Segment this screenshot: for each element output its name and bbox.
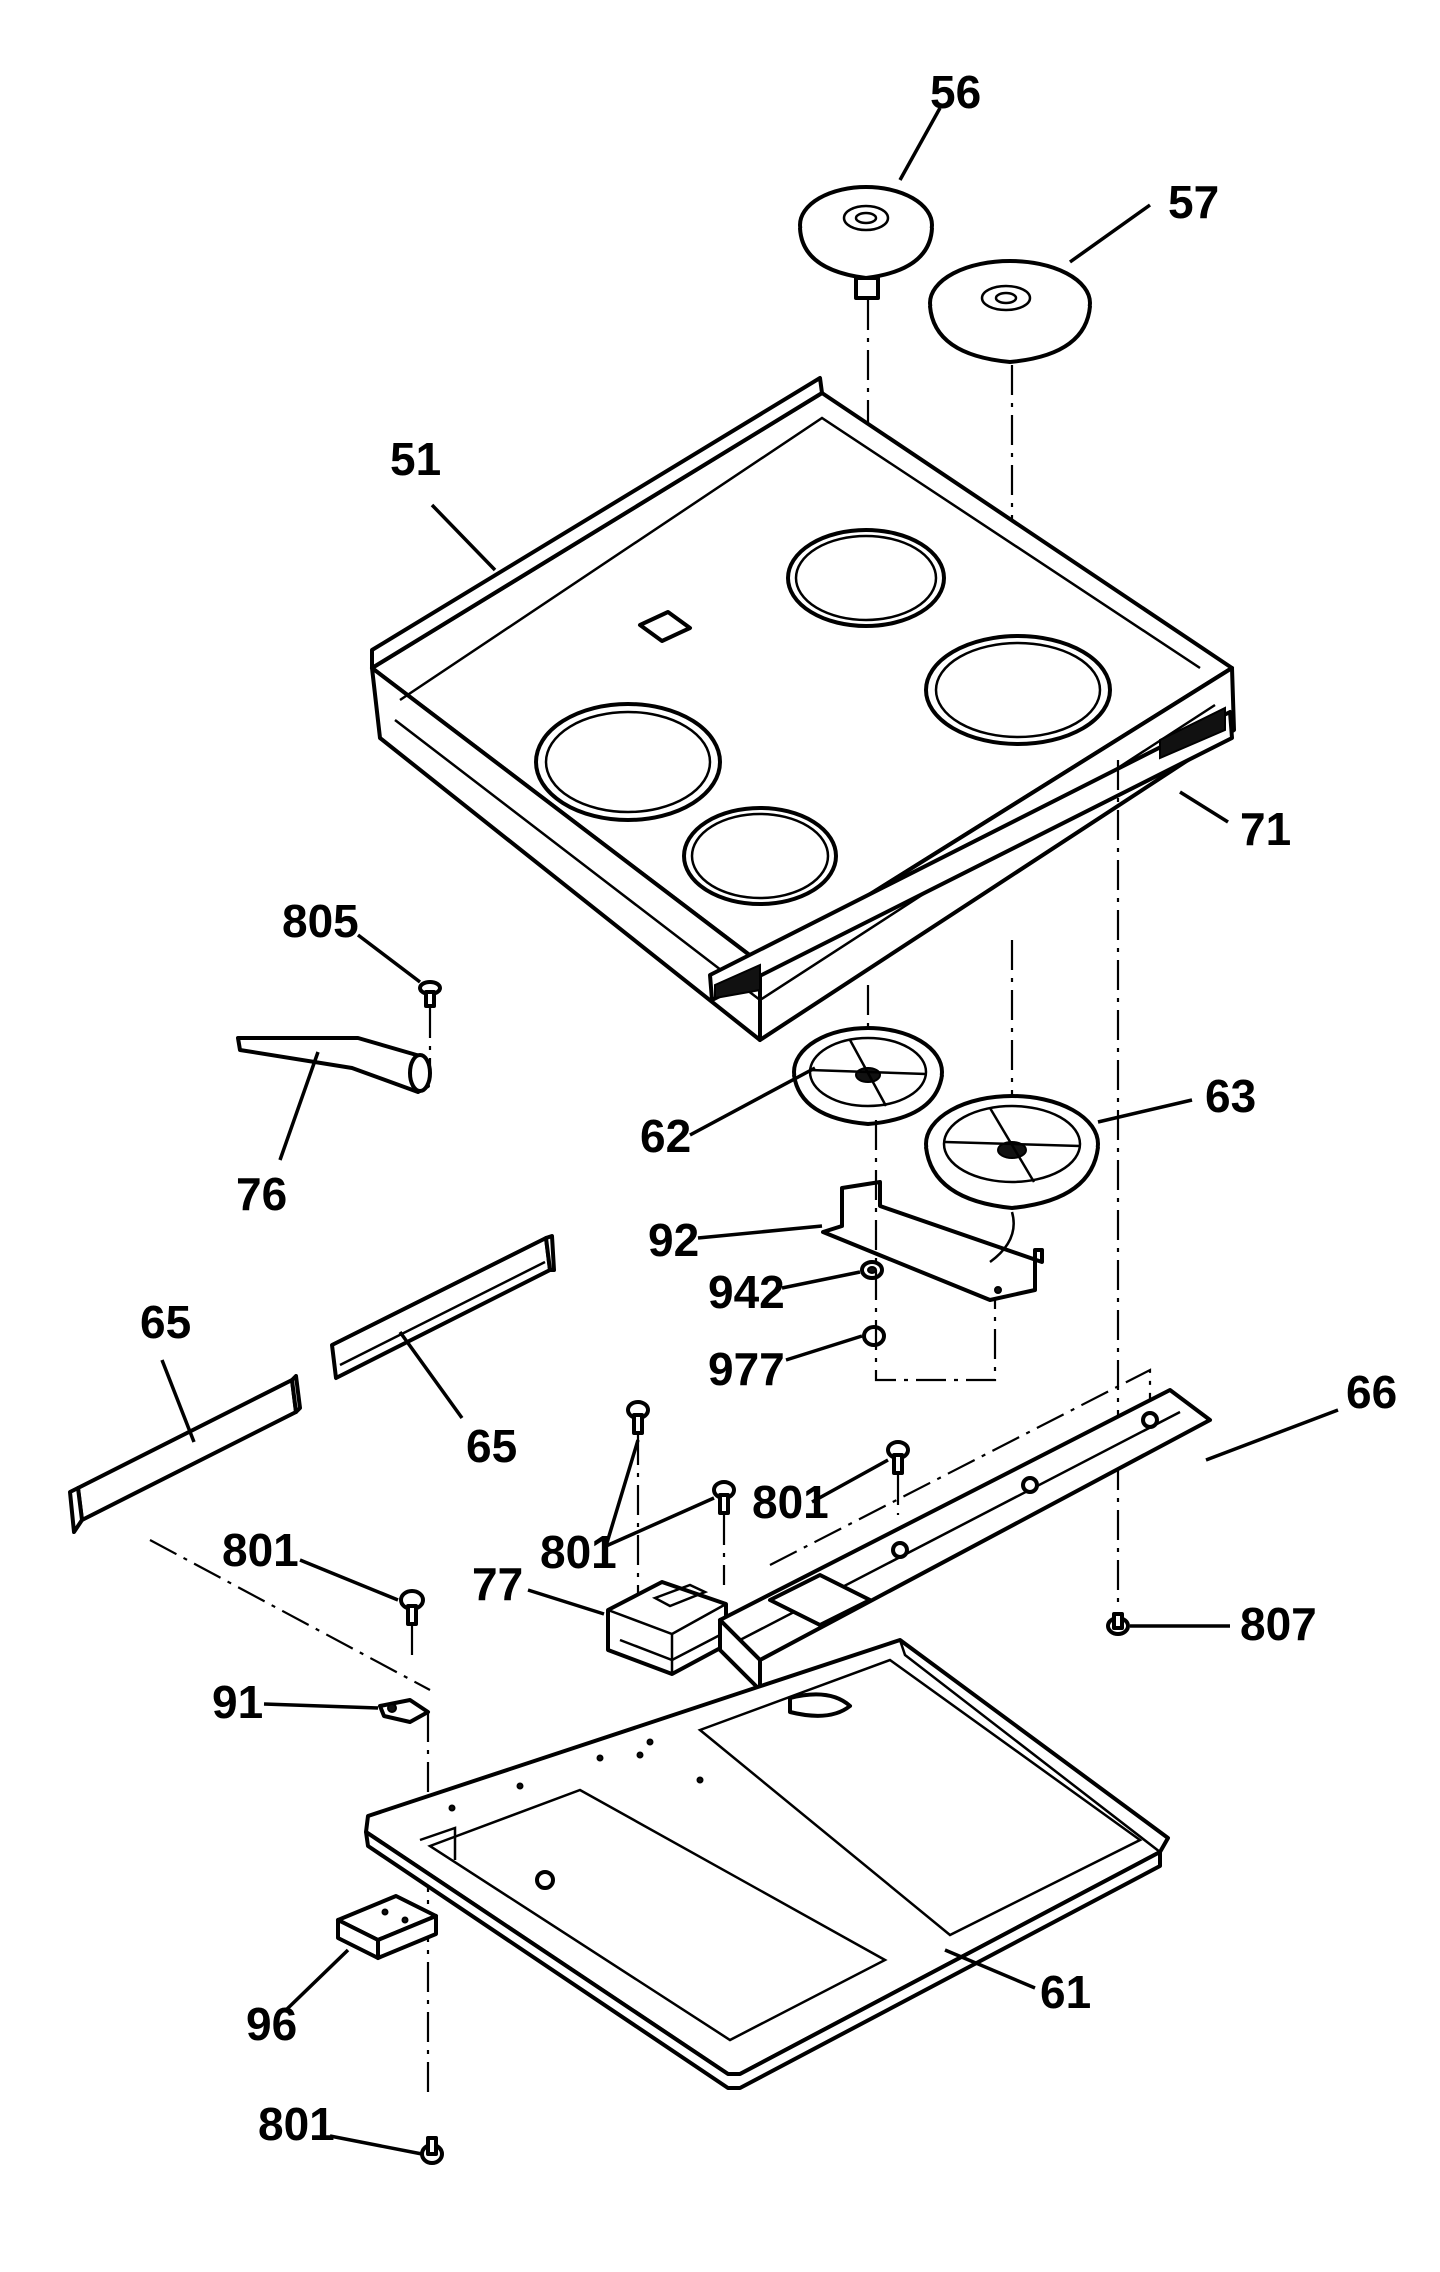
part-77-box xyxy=(606,1580,728,1676)
part-76-wire-guide xyxy=(236,1036,432,1094)
part-66-rear-channel xyxy=(718,1388,1212,1692)
label-805: 805 xyxy=(282,895,359,947)
leader-lines xyxy=(160,107,1339,2156)
label-63: 63 xyxy=(1205,1070,1256,1122)
centerline-65 xyxy=(149,1539,431,1691)
label-801-c: 801 xyxy=(752,1476,829,1528)
part-805-screw xyxy=(418,980,442,1065)
part-807-screw xyxy=(1106,1612,1130,1636)
label-801-b: 801 xyxy=(540,1526,617,1578)
label-56: 56 xyxy=(930,66,981,118)
part-65-channel-left xyxy=(68,1374,302,1534)
label-65-left: 65 xyxy=(140,1296,191,1348)
part-61-bottom-pan xyxy=(364,1638,1170,2090)
part-801-screw-c xyxy=(886,1440,910,1515)
label-96: 96 xyxy=(246,1998,297,2050)
label-92: 92 xyxy=(648,1214,699,1266)
part-71-trim xyxy=(708,706,1234,1002)
centerline-66 xyxy=(769,1368,1152,1566)
label-76: 76 xyxy=(236,1168,287,1220)
label-77: 77 xyxy=(472,1558,523,1610)
part-96-block xyxy=(336,1894,438,1960)
label-51: 51 xyxy=(390,433,441,485)
label-977: 977 xyxy=(708,1343,785,1395)
part-91-clamp xyxy=(378,1698,430,2100)
part-942-nut xyxy=(860,1260,884,1280)
part-801-screw-e xyxy=(420,2136,444,2165)
label-71: 71 xyxy=(1240,803,1291,855)
part-56-surface-unit xyxy=(798,185,934,590)
part-801-screw-a xyxy=(626,1400,650,1600)
part-63-drip-pan xyxy=(924,1094,1100,1210)
label-61: 61 xyxy=(1040,1966,1091,2018)
centerline-92 xyxy=(874,1120,997,1382)
label-57: 57 xyxy=(1168,176,1219,228)
part-65-channel-right xyxy=(330,1234,556,1380)
label-62: 62 xyxy=(640,1110,691,1162)
part-62-drip-pan xyxy=(792,1026,944,1126)
label-66: 66 xyxy=(1346,1366,1397,1418)
part-57-surface-unit xyxy=(928,259,1092,720)
part-801-screw-d xyxy=(399,1589,425,1660)
label-91: 91 xyxy=(212,1676,263,1728)
label-942: 942 xyxy=(708,1266,785,1318)
label-807: 807 xyxy=(1240,1598,1317,1650)
label-65-right: 65 xyxy=(466,1420,517,1472)
part-92-bracket xyxy=(821,1180,1044,1302)
part-labels: 56 57 51 71 805 76 62 63 92 942 977 65 6… xyxy=(140,66,1397,2150)
part-801-screw-b xyxy=(712,1480,736,1585)
label-801-a: 801 xyxy=(222,1524,299,1576)
label-801-d: 801 xyxy=(258,2098,335,2150)
part-977-nut xyxy=(862,1325,886,1347)
